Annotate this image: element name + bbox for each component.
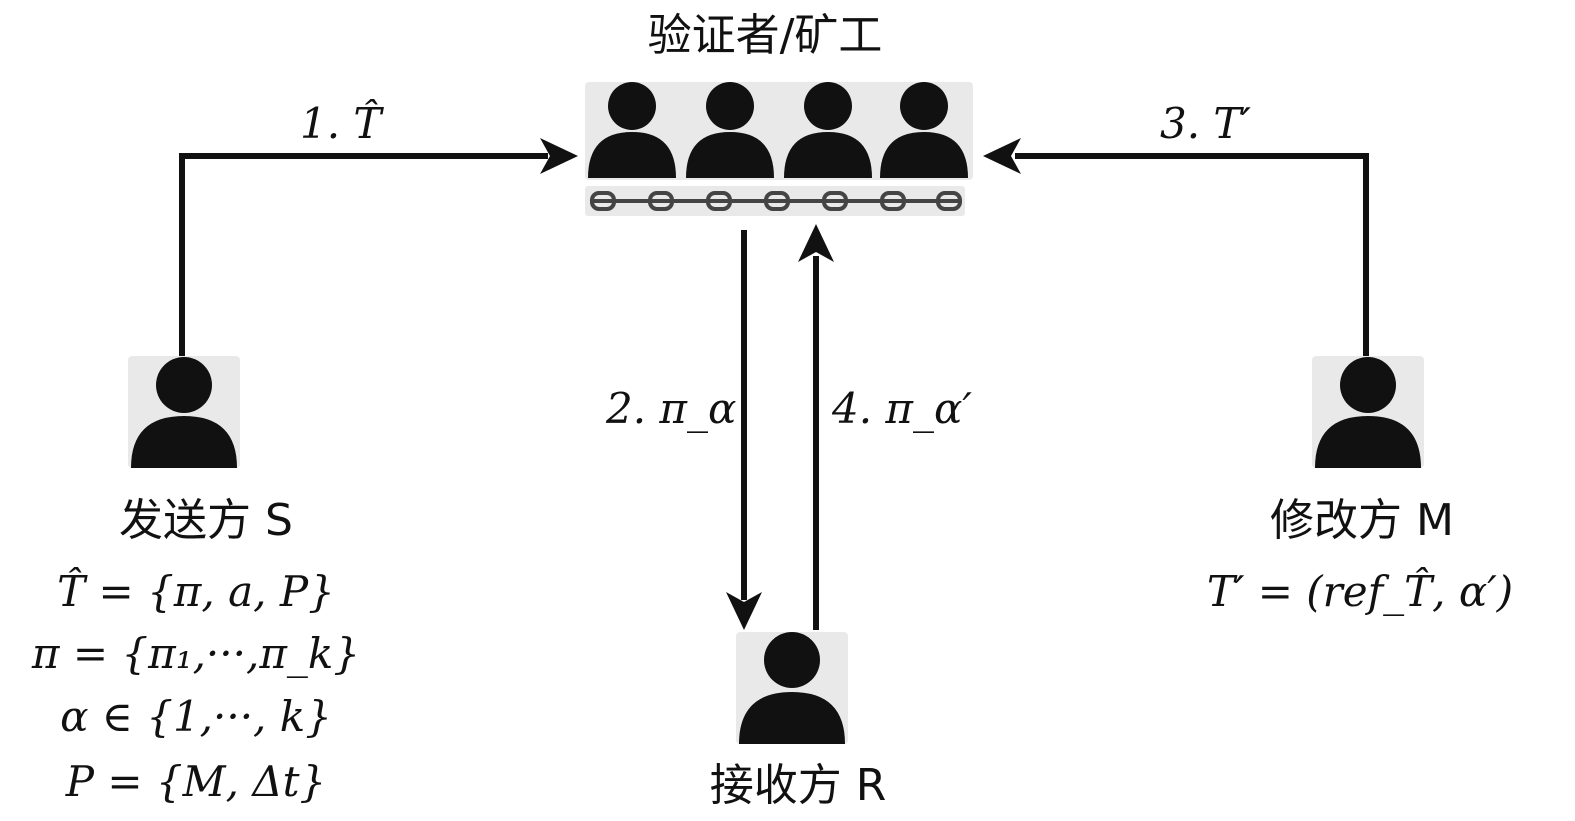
validator-person-icon — [686, 82, 774, 178]
arrow-step4 — [798, 224, 834, 630]
sender-formula: α ∈ {1,···, k} — [60, 692, 332, 741]
arrow-step1 — [179, 138, 578, 356]
receiver-label: 接收方 R — [710, 760, 887, 811]
validators-title: 验证者/矿工 — [648, 10, 883, 61]
modifier-person-icon — [1312, 356, 1424, 468]
arrow-step2-label: 2. π_α — [605, 384, 736, 433]
modifier-label: 修改方 M — [1270, 495, 1454, 546]
receiver-person-icon — [736, 632, 848, 744]
validator-group — [585, 82, 973, 216]
sender-label: 发送方 S — [119, 495, 293, 546]
arrow-step3 — [983, 138, 1369, 356]
blockchain-chain-icon — [585, 186, 965, 216]
arrow-step3-label: 3. T′ — [1160, 99, 1251, 148]
arrow-step2 — [726, 230, 762, 630]
sender-formulas: T̂ = {π, a, P} π = {π₁,···,π_k} α ∈ {1,·… — [31, 565, 360, 806]
sender-formula: π = {π₁,···,π_k} — [31, 629, 360, 678]
arrow-step4-label: 4. π_α′ — [831, 384, 972, 433]
sender-formula: T̂ = {π, a, P} — [57, 565, 335, 616]
sender-person-icon — [128, 356, 240, 468]
validator-person-icon — [588, 82, 676, 178]
arrow-step1-label: 1. T̂ — [300, 97, 384, 148]
validator-person-icon — [784, 82, 872, 178]
sender-formula: P = {M, Δt} — [65, 757, 327, 806]
validator-person-icon — [880, 82, 968, 178]
modifier-formula: T′ = (ref_T̂, α′) — [1207, 565, 1513, 616]
